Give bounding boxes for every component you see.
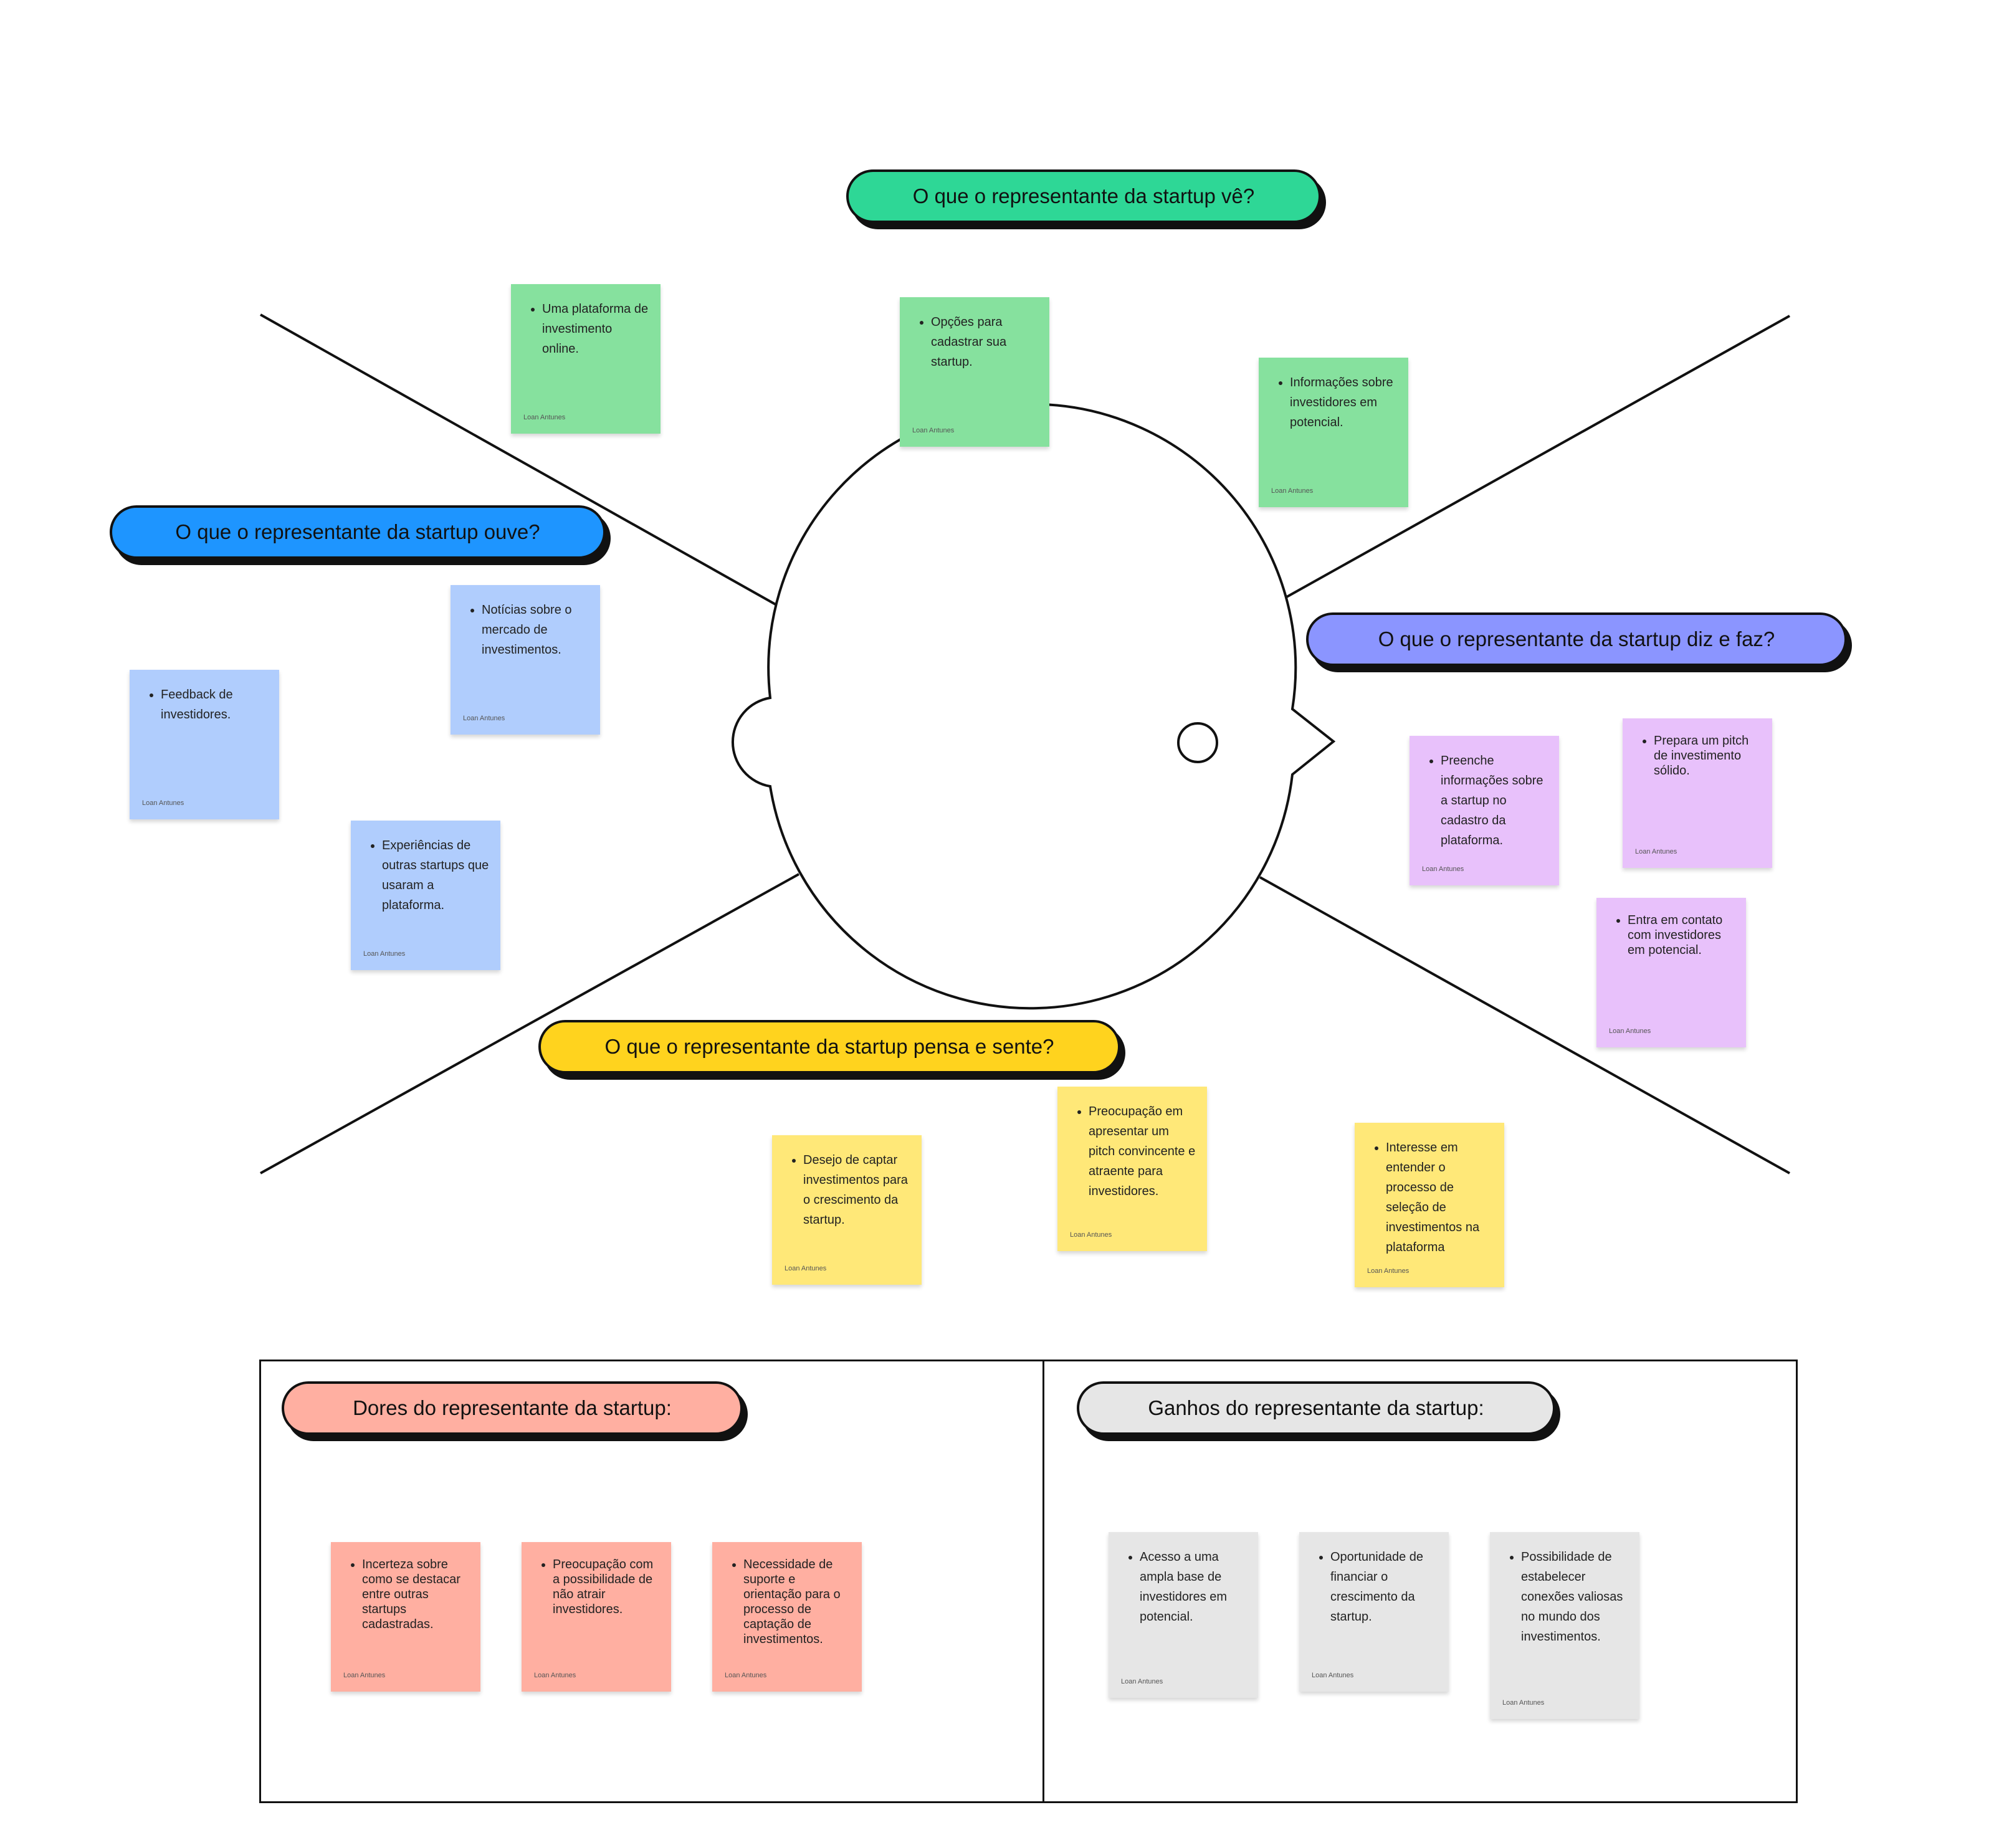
- head-outline: [732, 402, 1336, 1010]
- heading-ve: O que o representante da startup vê?: [846, 169, 1321, 223]
- sticky-note[interactable]: Preenche informações sobre a startup no …: [1410, 736, 1559, 885]
- note-author: Loan Antunes: [1070, 1231, 1112, 1239]
- note-author: Loan Antunes: [912, 427, 955, 434]
- note-text: Desejo de captar investimentos para o cr…: [803, 1150, 910, 1230]
- sticky-note[interactable]: Uma plataforma de investimento online. L…: [511, 284, 661, 434]
- note-author: Loan Antunes: [142, 799, 184, 807]
- sticky-note[interactable]: Incerteza sobre como se destacar entre o…: [331, 1542, 480, 1692]
- note-text: Uma plataforma de investimento online.: [542, 299, 649, 359]
- divider-line-bottom-right: [1259, 876, 1790, 1174]
- note-author: Loan Antunes: [785, 1265, 827, 1272]
- note-text: Possibilidade de estabelecer conexões va…: [1521, 1547, 1628, 1647]
- note-author: Loan Antunes: [363, 950, 406, 958]
- note-text: Interesse em entender o processo de sele…: [1386, 1138, 1493, 1257]
- note-author: Loan Antunes: [1271, 487, 1314, 495]
- sticky-note[interactable]: Opções para cadastrar sua startup. Loan …: [900, 297, 1049, 447]
- heading-dores: Dores do representante da startup:: [282, 1381, 743, 1435]
- note-text: Feedback de investidores.: [161, 685, 268, 725]
- divider-line-top-left: [260, 313, 798, 618]
- note-text: Acesso a uma ampla base de investidores …: [1140, 1547, 1247, 1627]
- sticky-note[interactable]: Interesse em entender o processo de sele…: [1355, 1123, 1504, 1287]
- sticky-note[interactable]: Preocupação com a possibilidade de não a…: [522, 1542, 671, 1692]
- sticky-note[interactable]: Informações sobre investidores em potenc…: [1259, 358, 1408, 507]
- note-text: Oportunidade de financiar o crescimento …: [1330, 1547, 1438, 1627]
- sticky-note[interactable]: Prepara um pitch de investimento sólido.…: [1623, 718, 1772, 868]
- note-author: Loan Antunes: [463, 715, 505, 722]
- note-author: Loan Antunes: [534, 1672, 576, 1679]
- divider-line-top-right: [1259, 315, 1790, 613]
- heading-ganhos: Ganhos do representante da startup:: [1077, 1381, 1555, 1435]
- note-author: Loan Antunes: [1502, 1699, 1545, 1707]
- heading-diz-faz: O que o representante da startup diz e f…: [1306, 612, 1847, 666]
- note-author: Loan Antunes: [1609, 1027, 1651, 1035]
- note-text: Entra em contato com investidores em pot…: [1628, 913, 1735, 958]
- note-text: Preocupação em apresentar um pitch convi…: [1089, 1102, 1196, 1201]
- note-author: Loan Antunes: [1367, 1267, 1410, 1275]
- note-author: Loan Antunes: [343, 1672, 386, 1679]
- note-text: Opções para cadastrar sua startup.: [931, 312, 1038, 372]
- note-author: Loan Antunes: [523, 414, 566, 421]
- sticky-note[interactable]: Entra em contato com investidores em pot…: [1596, 898, 1746, 1047]
- head-eye: [1177, 722, 1218, 763]
- note-text: Notícias sobre o mercado de investimento…: [482, 600, 589, 660]
- sticky-note[interactable]: Feedback de investidores. Loan Antunes: [130, 670, 279, 819]
- sticky-note[interactable]: Desejo de captar investimentos para o cr…: [772, 1135, 922, 1285]
- sticky-note[interactable]: Acesso a uma ampla base de investidores …: [1109, 1532, 1258, 1698]
- note-author: Loan Antunes: [1422, 865, 1464, 873]
- note-text: Informações sobre investidores em potenc…: [1290, 373, 1397, 432]
- note-author: Loan Antunes: [1121, 1678, 1163, 1685]
- note-text: Prepara um pitch de investimento sólido.: [1654, 733, 1761, 778]
- sticky-note[interactable]: Experiências de outras startups que usar…: [351, 821, 500, 970]
- sticky-note[interactable]: Preocupação em apresentar um pitch convi…: [1057, 1087, 1207, 1251]
- note-text: Incerteza sobre como se destacar entre o…: [362, 1557, 469, 1632]
- sticky-note[interactable]: Notícias sobre o mercado de investimento…: [451, 585, 600, 735]
- note-text: Preenche informações sobre a startup no …: [1441, 751, 1548, 850]
- note-author: Loan Antunes: [725, 1672, 767, 1679]
- note-text: Necessidade de suporte e orientação para…: [743, 1557, 851, 1647]
- heading-ouve: O que o representante da startup ouve?: [110, 505, 606, 559]
- note-author: Loan Antunes: [1312, 1672, 1354, 1679]
- sticky-note[interactable]: Possibilidade de estabelecer conexões va…: [1490, 1532, 1639, 1719]
- note-text: Experiências de outras startups que usar…: [382, 836, 489, 915]
- sticky-note[interactable]: Oportunidade de financiar o crescimento …: [1299, 1532, 1449, 1692]
- heading-pensa-sente: O que o representante da startup pensa e…: [538, 1020, 1120, 1074]
- sticky-note[interactable]: Necessidade de suporte e orientação para…: [712, 1542, 862, 1692]
- ganhos-panel: [1042, 1360, 1798, 1803]
- note-text: Preocupação com a possibilidade de não a…: [553, 1557, 660, 1617]
- divider-line-bottom-left: [260, 873, 799, 1174]
- note-author: Loan Antunes: [1635, 848, 1677, 855]
